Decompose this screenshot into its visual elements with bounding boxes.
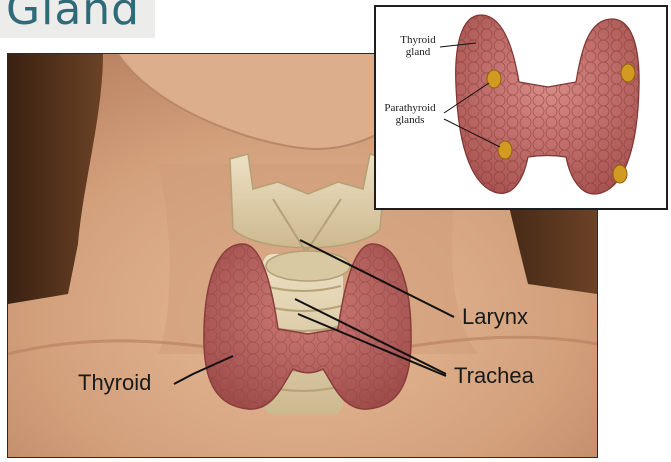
parathyroid-upper-left: [487, 70, 501, 88]
parathyroid-lower-left: [498, 141, 512, 159]
page-title: Gland: [6, 0, 140, 35]
parathyroid-upper-right: [621, 64, 635, 82]
parathyroid-lower-right: [613, 165, 627, 183]
thyroid-label: Thyroid: [78, 372, 151, 394]
thyroid-gland-label-line-2: gland: [396, 46, 440, 58]
cricoid-cartilage: [266, 251, 350, 281]
parathyroid-label-line-2: glands: [378, 114, 442, 126]
parathyroid-label-line-1: Parathyroid: [378, 102, 442, 114]
thyroid-gland-label: Thyroid gland: [396, 34, 440, 58]
inset-lobule-texture: [456, 15, 639, 194]
title-banner: Gland: [0, 0, 155, 38]
trachea-label: Trachea: [454, 365, 534, 387]
parathyroid-glands-label: Parathyroid glands: [378, 102, 442, 126]
larynx-label: Larynx: [462, 306, 528, 328]
thyroid-inset-illustration: Thyroid gland Parathyroid glands: [374, 5, 668, 210]
thyroid-gland-label-line-1: Thyroid: [396, 34, 440, 46]
